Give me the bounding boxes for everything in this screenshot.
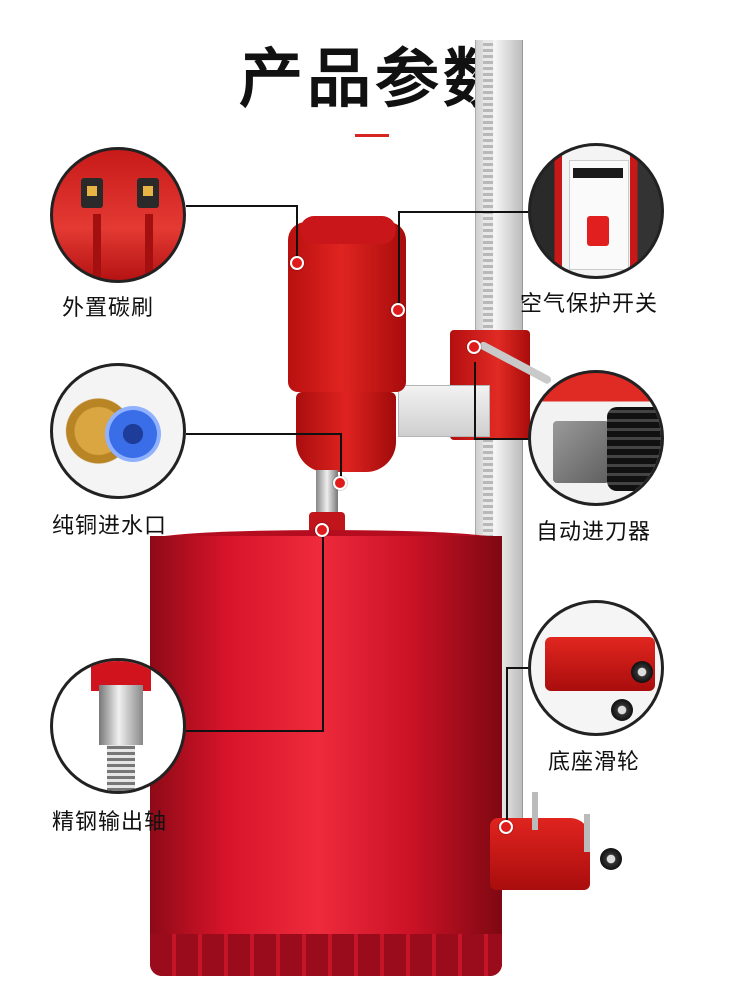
water-inlet-icon: [50, 363, 186, 499]
base-wheel-icon: [528, 600, 664, 736]
core-bit-teeth: [150, 934, 502, 976]
callout-dot: [290, 256, 304, 270]
motor-cap: [300, 216, 396, 244]
callout-dot: [467, 340, 481, 354]
callout-dot: [315, 523, 329, 537]
carbon-brush-icon: [50, 147, 186, 283]
callout-dot: [391, 303, 405, 317]
callout-line: [296, 205, 298, 263]
callout-line: [398, 211, 400, 309]
auto-feed-icon: [528, 370, 664, 506]
core-drill-bit: [150, 536, 502, 976]
callout-label-external-brush: 外置碳刷: [62, 295, 155, 320]
callout-dot: [499, 820, 513, 834]
callout-line: [506, 667, 528, 669]
callout-line: [474, 362, 476, 440]
base-wheel-icon: [600, 848, 622, 870]
callout-label-copper-inlet: 纯铜进水口: [52, 513, 168, 538]
callout-dot: [333, 476, 347, 490]
callout-label-base-wheels: 底座滑轮: [548, 749, 641, 774]
column-rack: [483, 40, 493, 880]
callout-line: [186, 205, 298, 207]
callout-line: [340, 433, 342, 483]
callout-line: [398, 211, 528, 213]
callout-line: [186, 730, 324, 732]
callout-line: [186, 433, 340, 435]
callout-label-air-switch: 空气保护开关: [520, 291, 659, 316]
callout-line: [322, 530, 324, 732]
breaker-switch-icon: [528, 143, 664, 279]
page-title: 产品参数: [239, 43, 511, 115]
leveling-bolt: [584, 814, 590, 852]
leveling-bolt: [532, 792, 538, 830]
mount-arm: [398, 385, 490, 437]
drill-motor: [288, 222, 406, 392]
callout-line: [506, 667, 508, 825]
callout-line: [474, 438, 530, 440]
gear-head: [296, 392, 396, 472]
output-shaft-icon: [50, 658, 186, 794]
drill-spindle: [316, 470, 338, 518]
callout-label-auto-feed: 自动进刀器: [536, 519, 652, 544]
callout-label-steel-shaft: 精钢输出轴: [52, 809, 168, 834]
title-underline: [355, 134, 389, 137]
